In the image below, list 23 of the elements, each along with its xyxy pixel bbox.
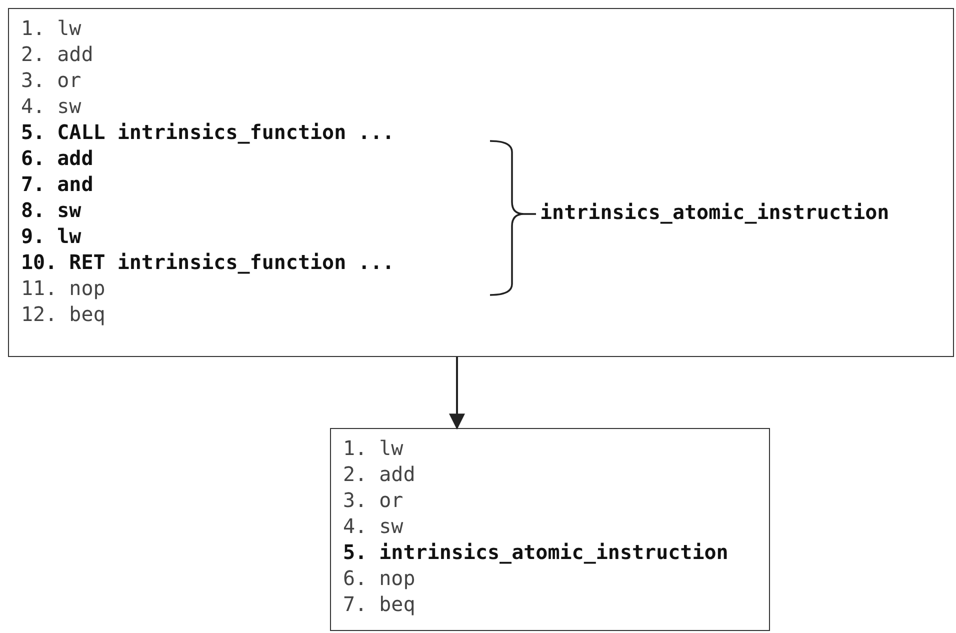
code-line: 6. add: [21, 145, 94, 171]
code-line: 12. beq: [21, 301, 106, 327]
code-line: 7. and: [21, 171, 94, 197]
arrow: [449, 357, 465, 430]
code-line: 3. or: [21, 67, 82, 93]
code-line: 2. add: [343, 461, 416, 487]
code-listing: [8, 8, 954, 357]
code-line: 6. nop: [343, 565, 416, 591]
code-line: 1. lw: [343, 435, 404, 461]
code-line: 2. add: [21, 41, 94, 67]
code-listing: [330, 428, 770, 631]
code-line: 11. nop: [21, 275, 106, 301]
code-line: 8. sw: [21, 197, 82, 223]
code-line: 4. sw: [21, 93, 82, 119]
code-line: 4. sw: [343, 513, 404, 539]
code-line: 10. RET intrinsics_function ...: [21, 249, 394, 275]
code-line: 3. or: [343, 487, 404, 513]
bracket-label: intrinsics_atomic_instruction: [540, 200, 890, 224]
code-line: 1. lw: [21, 15, 82, 41]
code-line: 9. lw: [21, 223, 82, 249]
code-line: 5. intrinsics_atomic_instruction: [343, 539, 728, 565]
code-line: 5. CALL intrinsics_function ...: [21, 119, 394, 145]
code-line: 7. beq: [343, 591, 416, 617]
